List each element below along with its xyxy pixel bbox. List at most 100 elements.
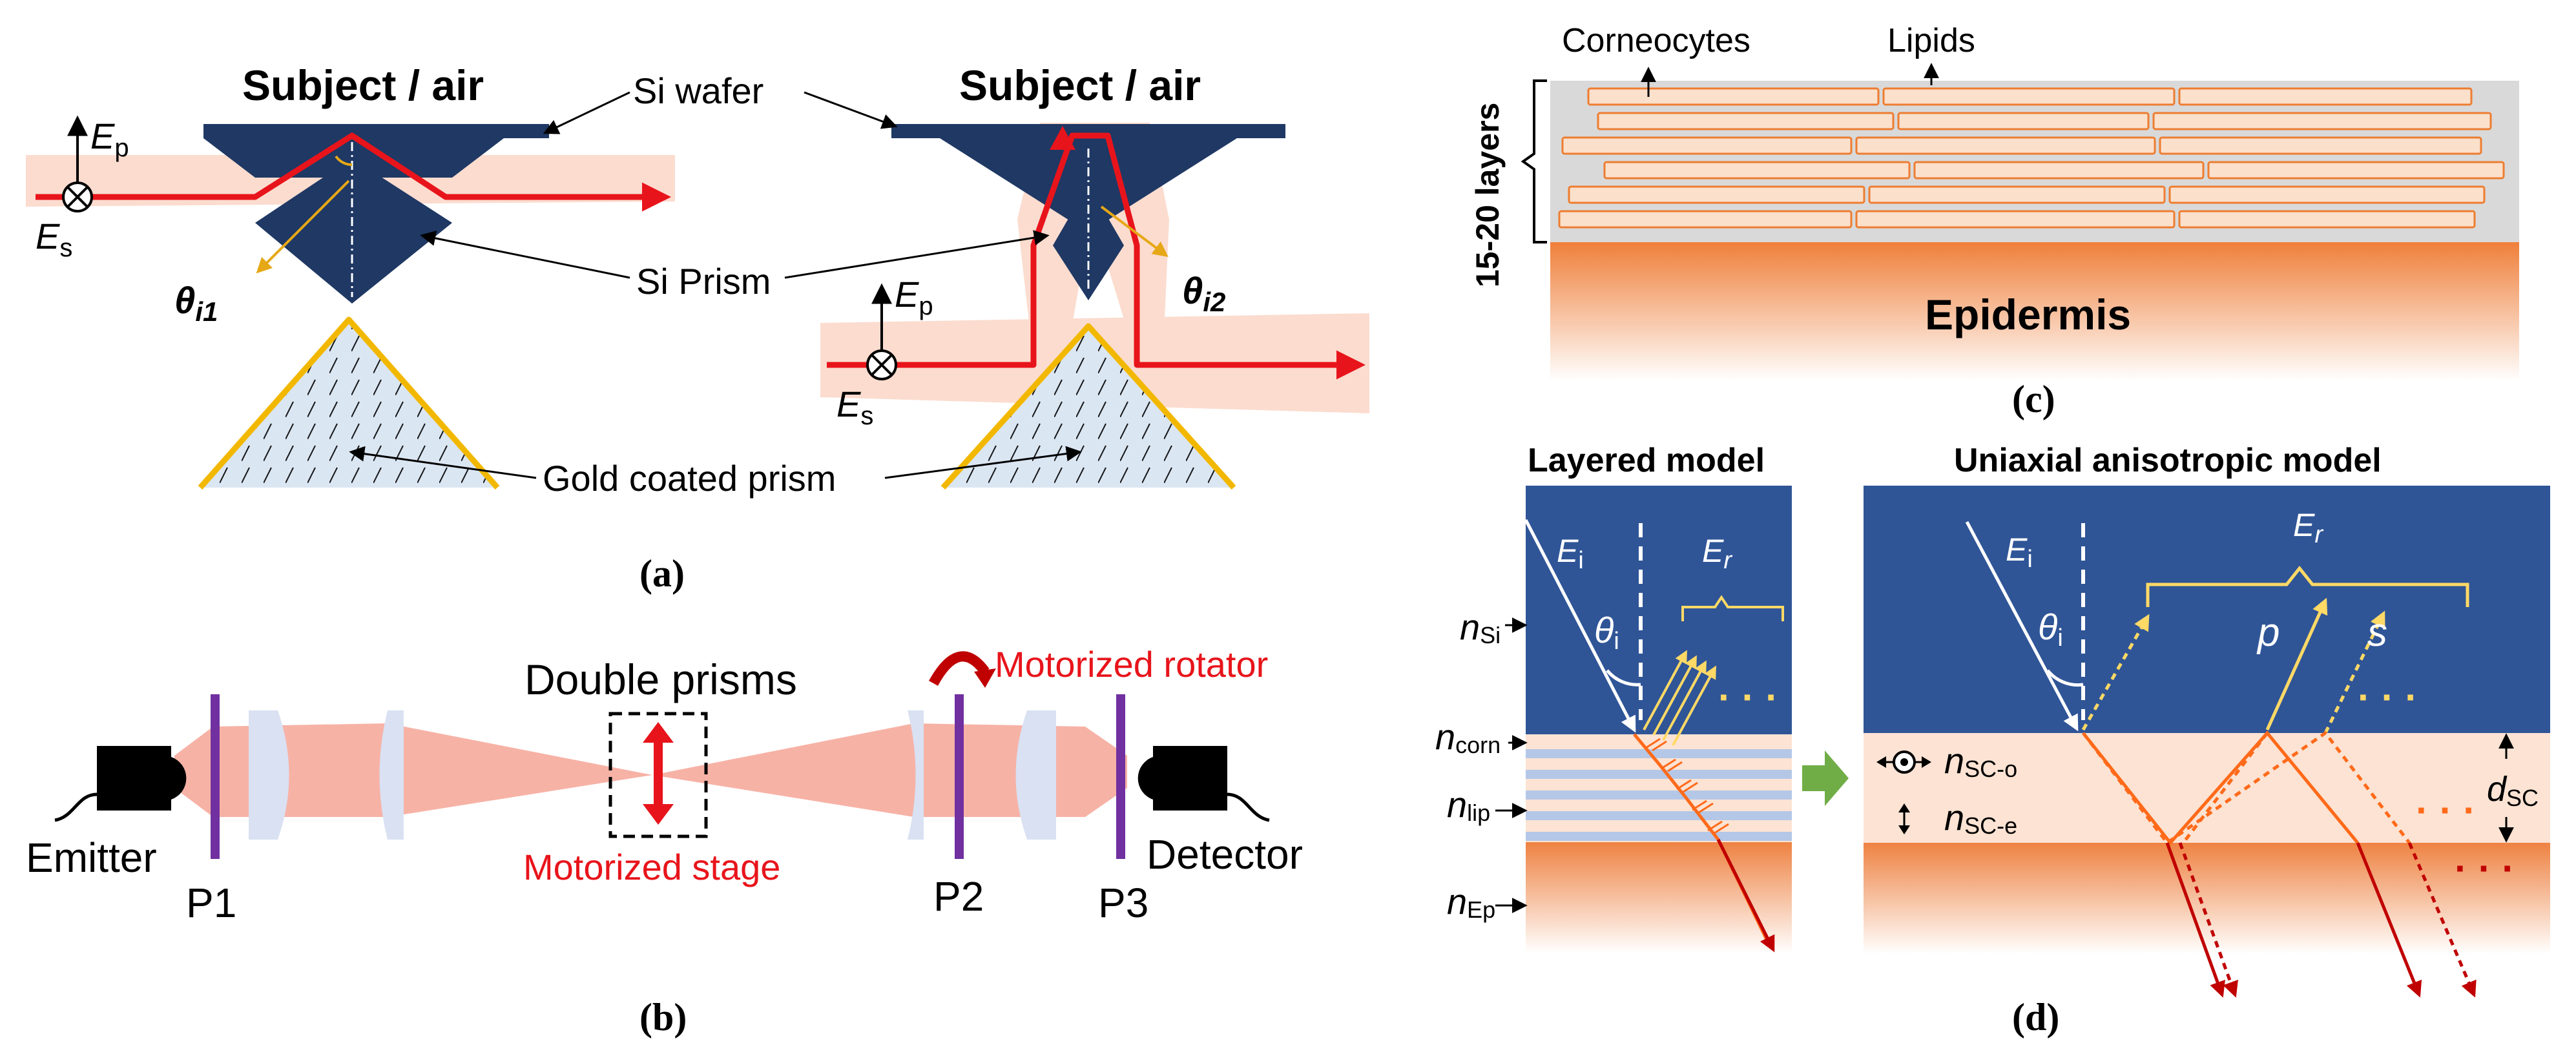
internal-reflection-arrow bbox=[1667, 761, 1683, 772]
layered-er-brace bbox=[1681, 595, 1784, 621]
si-wafer-right bbox=[891, 124, 1285, 138]
internal-reflection-arrow bbox=[1683, 781, 1698, 793]
double-prisms-box bbox=[608, 712, 708, 838]
layered-er-label: Er bbox=[1702, 533, 1732, 574]
motorized-rotator-label: Motorized rotator bbox=[995, 644, 1268, 685]
uniaxial-ei-label: Ei bbox=[2006, 532, 2033, 573]
internal-reflection-arrow bbox=[1707, 820, 1723, 832]
corneocyte-cell bbox=[1568, 185, 1865, 204]
uniaxial-dots-red: · · · bbox=[2455, 847, 2515, 890]
polarizer-p3 bbox=[1116, 694, 1125, 859]
caption-c: (c) bbox=[2012, 378, 2055, 420]
si-wafer-left bbox=[203, 124, 549, 138]
layers-label: 15-20 layers bbox=[1470, 103, 1506, 287]
panel-a: Ep Es Ep Es θi1 θi2 Subject / air Subjec… bbox=[26, 61, 1369, 595]
corneocyte-cell bbox=[1868, 185, 2166, 204]
polarizer-p2 bbox=[955, 694, 964, 859]
layered-ep-region bbox=[1526, 842, 1792, 953]
p1-label: P1 bbox=[186, 880, 236, 926]
ep-label-right: Ep bbox=[895, 274, 933, 320]
n-sce-label: nSC-e bbox=[1944, 797, 2017, 839]
uniaxial-dots-orange: · · · bbox=[2416, 789, 2476, 832]
layered-dots: · · · bbox=[1718, 676, 1778, 719]
gold-prism-label: Gold coated prism bbox=[543, 458, 836, 499]
internal-reflection-arrow bbox=[1676, 779, 1692, 790]
panel-b: Emitter Detector P1 P2 P3 Double prisms … bbox=[26, 644, 1303, 1038]
detector-body bbox=[1153, 746, 1227, 811]
caption-d: (d) bbox=[2012, 996, 2059, 1038]
subject-air-right: Subject / air bbox=[959, 61, 1201, 109]
theta-i2-label: θi2 bbox=[1182, 270, 1225, 317]
corneocyte-cell bbox=[1897, 112, 2150, 130]
corneocyte-cell bbox=[1561, 136, 1853, 155]
stage-arrow-up bbox=[643, 722, 674, 743]
si-prism-top-left bbox=[203, 138, 504, 178]
uniaxial-er-brace bbox=[2146, 565, 2469, 607]
epidermis-label: Epidermis bbox=[1925, 291, 2131, 338]
si-prism-left bbox=[255, 158, 452, 304]
lens-2 bbox=[379, 710, 404, 840]
p2-label: P2 bbox=[933, 873, 984, 920]
layered-si-region bbox=[1526, 486, 1792, 734]
corneocyte-cell bbox=[2207, 161, 2505, 180]
theta-i1-label: θi1 bbox=[174, 280, 218, 327]
theta-i2-arrow bbox=[1100, 205, 1169, 257]
uniaxial-er-label: Er bbox=[2293, 507, 2323, 548]
corneocyte-cell bbox=[1913, 161, 2205, 180]
corneocyte-cell bbox=[1558, 210, 1853, 229]
corneocyte-cell bbox=[2152, 112, 2492, 130]
layered-internal-reflections bbox=[1645, 738, 1729, 834]
layered-incident-ray bbox=[1524, 519, 1636, 733]
internal-reflection-arrow bbox=[1652, 740, 1667, 752]
panel-c: 15-20 layers Corneocytes Lipids Epidermi… bbox=[1470, 22, 2519, 420]
uniaxial-incident-ray bbox=[1965, 521, 2079, 732]
es-label-left: Es bbox=[36, 216, 72, 262]
emitter-body bbox=[97, 746, 171, 811]
internal-reflection-arrow bbox=[1714, 823, 1729, 834]
corneocyte-cell bbox=[1587, 87, 1880, 106]
corneocytes-label: Corneocytes bbox=[1562, 22, 1750, 59]
ep-label-left: Ep bbox=[90, 116, 129, 162]
caption-b: (b) bbox=[639, 996, 687, 1038]
uniaxial-reflected-s1 bbox=[2081, 614, 2150, 731]
corneocyte-cell bbox=[2178, 210, 2476, 229]
uniaxial-si-region bbox=[1864, 486, 2550, 733]
corneocyte-cells bbox=[1558, 87, 2505, 229]
corneocyte-cell bbox=[1603, 161, 1911, 180]
caption-a: (a) bbox=[639, 552, 685, 595]
stage-arrow-down bbox=[643, 804, 674, 825]
uniaxial-theta-label: θi bbox=[2038, 606, 2063, 652]
internal-reflection-arrow bbox=[1645, 738, 1661, 749]
lens-1 bbox=[249, 710, 289, 840]
corneocyte-cell bbox=[2178, 87, 2473, 106]
n-si-label: nSi bbox=[1460, 606, 1501, 648]
lens-4 bbox=[1015, 710, 1056, 840]
detector-label: Detector bbox=[1147, 831, 1303, 878]
theta-i1-arrow bbox=[256, 180, 350, 274]
s-label: s bbox=[2367, 610, 2387, 655]
internal-reflection-arrow bbox=[1698, 802, 1714, 814]
es-label-right: Es bbox=[836, 384, 873, 430]
internal-reflection-arrow bbox=[1661, 758, 1676, 770]
p3-label: P3 bbox=[1098, 880, 1148, 926]
lens-3 bbox=[908, 710, 924, 840]
double-prisms-label: Double prisms bbox=[525, 656, 797, 703]
lipids-label: Lipids bbox=[1887, 22, 1975, 59]
n-lip-label: nlip bbox=[1447, 784, 1490, 826]
corneocyte-cell bbox=[1855, 136, 2156, 155]
corneocyte-cell bbox=[1882, 87, 2176, 106]
epidermis-layer bbox=[1550, 242, 2519, 381]
si-prism-label: Si Prism bbox=[636, 261, 771, 302]
uniaxial-extra-ray bbox=[2082, 730, 2411, 845]
layered-ei-label: Ei bbox=[1557, 533, 1584, 574]
corneocyte-cell bbox=[1597, 112, 1895, 130]
beam-left bbox=[36, 132, 671, 212]
emitter-label: Emitter bbox=[26, 834, 157, 881]
p-label: p bbox=[2256, 610, 2280, 655]
n-sco-label: nSC-o bbox=[1944, 740, 2017, 782]
d-sc-label: dSC bbox=[2487, 770, 2539, 811]
si-wafer-label: Si wafer bbox=[633, 70, 763, 111]
uniaxial-reflected-s bbox=[2323, 610, 2385, 734]
